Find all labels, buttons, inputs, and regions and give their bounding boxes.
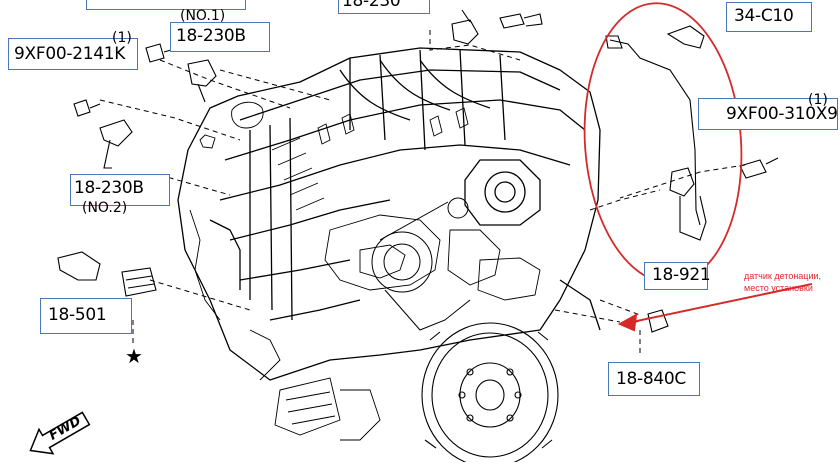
callout-box-18-840c xyxy=(608,362,700,396)
callout-box-18-230b-no1 xyxy=(170,22,270,52)
part-18-921: 18-921 xyxy=(652,265,711,285)
engine-block xyxy=(177,47,601,381)
callout-box-top-partial xyxy=(86,0,246,10)
knock-sensor-annotation: датчик детонации, место установки xyxy=(744,270,821,294)
fwd-arrow-icon xyxy=(29,411,91,455)
belt-pulleys xyxy=(371,197,471,331)
part-9xf00-310x9: 9XF00-310X9 xyxy=(726,104,838,124)
part-18-230b-no2: 18-230B xyxy=(74,178,144,198)
callout-box-18-230b-no2 xyxy=(70,174,170,206)
flywheel xyxy=(421,322,559,462)
callout-box-9xf00-2141k xyxy=(8,38,138,70)
callout-box-34-c10 xyxy=(726,2,812,32)
small-parts xyxy=(57,9,779,333)
part-9xf00-2141k: 9XF00-2141K xyxy=(14,44,126,64)
engine-details xyxy=(189,101,541,441)
annotation-line-2: место установки xyxy=(744,283,813,293)
red-arrow xyxy=(617,283,813,332)
star-symbol: ★ xyxy=(125,344,143,368)
qty-9xf00-310x9: (1) xyxy=(808,92,828,108)
callout-box-9xf00-310x9 xyxy=(698,98,838,130)
label-no2: (NO.2) xyxy=(82,200,128,216)
callout-box-18-921 xyxy=(644,262,708,290)
callout-box-18-230-top xyxy=(338,0,430,14)
part-18-840c: 18-840C xyxy=(616,369,686,389)
annotation-line-1: датчик детонации, xyxy=(744,271,822,281)
part-34-c10: 34-C10 xyxy=(734,6,794,26)
part-18-501: 18-501 xyxy=(48,305,107,325)
part-18-230-top: 18-230 xyxy=(342,0,401,11)
qty-9xf00-2141k: (1) xyxy=(112,30,132,46)
highlight-ellipse xyxy=(583,2,743,284)
callout-box-18-501 xyxy=(40,298,132,334)
part-18-230b-no1: 18-230B xyxy=(176,26,246,46)
leader-lines xyxy=(99,30,746,355)
label-no1: (NO.1) xyxy=(180,8,226,24)
fwd-arrow: FWD xyxy=(21,403,98,465)
